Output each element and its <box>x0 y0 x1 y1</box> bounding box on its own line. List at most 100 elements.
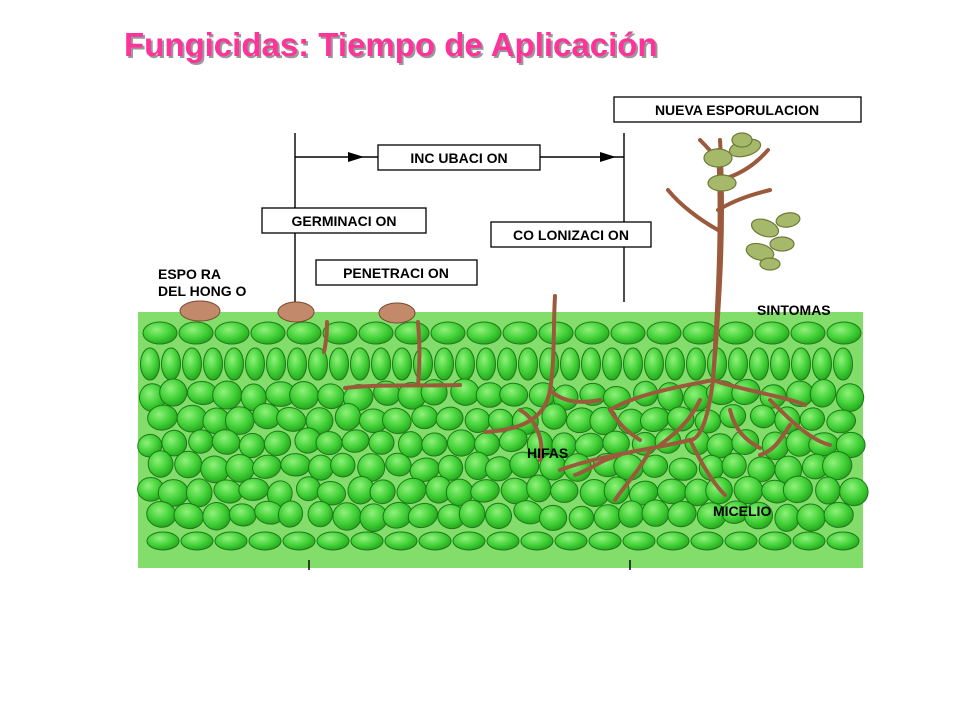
leaf-cell <box>770 347 790 381</box>
slide-title: Fungicidas: Tiempo de Aplicación <box>124 26 658 63</box>
leaf-cell <box>554 531 588 551</box>
leaf-cell <box>550 479 579 503</box>
sporulation-structure <box>666 132 801 382</box>
leaf-cell <box>486 531 520 551</box>
leaf-cell <box>350 347 370 381</box>
leaf-cell <box>368 430 395 455</box>
nueva-esporulacion-label: NUEVA ESPORULACION <box>655 102 819 118</box>
leaf-cell <box>350 531 384 551</box>
leaf-cell <box>248 531 282 551</box>
leaf-cell <box>641 454 669 478</box>
leaf-cell <box>411 405 438 430</box>
nueva-esporulacion-box <box>613 96 862 123</box>
leaf-cell <box>724 531 758 551</box>
leaf-cell <box>602 347 622 381</box>
arrowhead-icon <box>600 152 616 162</box>
leaf-cell <box>623 347 643 381</box>
leaf-cell <box>799 407 826 431</box>
leaf-cell <box>749 347 769 381</box>
leaf-cell <box>833 347 853 381</box>
leaf-cell <box>382 407 412 435</box>
leaf-cell <box>452 531 486 551</box>
leaf-icon <box>775 212 801 228</box>
leaf-cell <box>791 347 811 381</box>
leaf-cell <box>245 347 265 381</box>
leaf-cell <box>455 347 475 381</box>
incubacion-label: INC UBACI ON <box>410 150 507 166</box>
espora-label-line2: DEL HONG O <box>158 283 247 299</box>
leaf-cell <box>146 531 180 551</box>
leaf-cell <box>541 403 568 430</box>
leaf-cell <box>161 429 188 457</box>
leaf-cell <box>147 450 174 478</box>
leaf-icon <box>703 148 733 168</box>
leaf-cell <box>214 531 248 551</box>
leaf-cell <box>539 504 568 531</box>
leaf-cell <box>418 531 452 551</box>
leaf-cell <box>282 531 316 551</box>
leaf-cell <box>610 321 646 345</box>
leaf-cell <box>396 477 427 505</box>
colonizacion-box <box>490 221 652 248</box>
leaf-cell <box>668 457 698 481</box>
leaf-cell <box>518 347 538 381</box>
germinacion-label: GERMINACI ON <box>292 213 397 229</box>
leaf-cell <box>526 474 552 503</box>
leaf-cell <box>392 347 412 381</box>
leaf-cell <box>421 432 448 457</box>
leaf-icon <box>745 242 775 262</box>
leaf-cell <box>371 347 391 381</box>
leaf-cell <box>728 347 748 381</box>
arrowhead-icon <box>348 152 364 162</box>
espora-label-line1: ESPO RA <box>158 266 221 282</box>
leaf-cell <box>280 453 311 477</box>
leaf-cell <box>287 347 307 381</box>
leaf-cell <box>790 321 826 345</box>
leaf-cell <box>792 531 826 551</box>
spore-icon <box>277 301 315 323</box>
leaf-cell <box>407 502 438 529</box>
leaf-cell <box>603 476 630 505</box>
leaf-cell <box>330 452 356 478</box>
leaf-cell <box>413 347 433 381</box>
leaf-cell <box>499 382 529 407</box>
leaf-cell <box>358 321 394 345</box>
leaf-cell <box>159 378 188 407</box>
leaf-cell <box>823 501 854 528</box>
leaf-cell <box>835 431 866 459</box>
leaf-cell <box>277 500 304 528</box>
leaf-cells <box>137 321 869 551</box>
leaf-cell <box>238 432 266 459</box>
leaf-cell <box>682 321 718 345</box>
leaf-cell <box>520 531 554 551</box>
leaf-cell <box>581 347 601 381</box>
leaf-cell <box>447 429 476 457</box>
micelio-label: MICELIO <box>713 503 771 519</box>
leaf-cell <box>214 321 250 345</box>
leaf-cell <box>690 531 724 551</box>
leaf-cell <box>574 321 610 345</box>
leaf-cell <box>665 347 685 381</box>
leaf-cell <box>182 347 202 381</box>
leaf-cell <box>667 500 697 528</box>
leaf-cell <box>174 450 203 479</box>
leaf-cell <box>754 321 790 345</box>
leaf-cell <box>316 531 350 551</box>
leaf-cell <box>369 479 396 505</box>
leaf-cell <box>758 531 792 551</box>
leaf-icon <box>759 257 781 271</box>
leaf-icon <box>750 218 780 238</box>
leaf-cell <box>140 347 160 381</box>
leaf-cell <box>142 321 178 345</box>
leaf-cell <box>286 321 322 345</box>
colonizacion-label: CO LONIZACI ON <box>513 227 629 243</box>
fungal-spores <box>179 300 416 324</box>
leaf-cell <box>826 321 862 345</box>
leaf-cell <box>497 347 517 381</box>
leaf-cell <box>809 379 837 408</box>
leaf-cell <box>731 429 760 455</box>
leaf-cell <box>560 347 580 381</box>
leaf-cell <box>822 451 853 481</box>
leaf-cell <box>420 379 448 406</box>
